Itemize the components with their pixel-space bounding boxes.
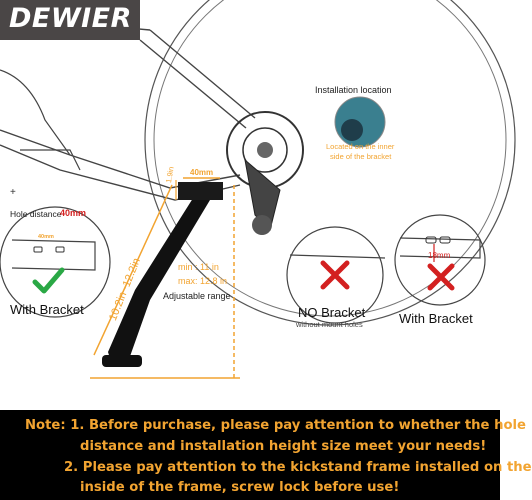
installation-photo [334, 96, 386, 148]
brand-logo-box: DEWIER [0, 0, 140, 40]
installation-location-title: Installation location [315, 85, 392, 95]
brand-name: DEWIER [9, 3, 132, 34]
right-hole-2 [439, 236, 451, 244]
dim-length [93, 184, 173, 356]
installation-note-line1: Located on the inner [326, 142, 395, 151]
left-inset-40mm: 40mm [38, 234, 54, 240]
no-bracket-label: NO Bracket [298, 305, 366, 320]
note-banner: Note: 1. Before purchase, please pay att… [0, 410, 532, 500]
note-line-1: Note: 1. Before purchase, please pay att… [25, 418, 527, 433]
left-hole-2 [55, 246, 65, 253]
adjustable-range-label: Adjustable range [163, 291, 231, 301]
with-bracket-left-label: With Bracket [10, 302, 84, 317]
plus-symbol: + [10, 187, 16, 198]
left-panel-circle [0, 206, 111, 318]
check-icon [32, 267, 65, 294]
right-hole-1 [425, 236, 437, 244]
rear-wheel-outline [144, 0, 516, 326]
middle-panel-bracket [289, 254, 386, 259]
hole-distance-label: Hole distance [10, 209, 62, 219]
note-line-3: 2. Please pay attention to the kickstand… [64, 460, 532, 475]
x-icon-right [427, 263, 455, 291]
installation-note-line2: side of the bracket [330, 152, 392, 161]
bracket-40mm-label: 40mm [190, 168, 214, 177]
frame-bottom [0, 69, 71, 156]
hub [257, 142, 273, 158]
bike-kickstand-illustration [0, 0, 516, 379]
left-hole-1 [33, 246, 43, 253]
kickstand-leg [108, 195, 210, 365]
frame-seat-stay [149, 29, 256, 119]
note-line-4: inside of the frame, screw lock before u… [80, 480, 400, 495]
installation-photo-shade [341, 119, 363, 141]
max-height-label: max: 12.8 in [178, 276, 228, 286]
frame-down-tube [0, 129, 241, 189]
no-bracket-sub-label: without mount holes [296, 320, 363, 329]
kickstand-bracket [178, 182, 223, 200]
frame-lug [20, 149, 81, 171]
right-inset-18mm: 18mm [428, 251, 451, 260]
hole-distance-value: 40mm [60, 208, 87, 218]
with-bracket-right-label: With Bracket [399, 311, 473, 326]
right-panel-circle [394, 214, 486, 306]
middle-panel-circle [286, 226, 384, 324]
rear-wheel-inner [153, 0, 507, 317]
x-icon-middle [320, 260, 350, 290]
frame-seat-stay-2 [139, 39, 247, 129]
jockey-wheel [252, 215, 272, 235]
min-height-label: min : 11 in [178, 262, 219, 272]
kickstand-foot [102, 355, 142, 367]
disc-rotor-inner [242, 127, 288, 173]
left-panel-bracket [11, 239, 96, 271]
note-line-2: distance and installation height size me… [80, 439, 487, 454]
